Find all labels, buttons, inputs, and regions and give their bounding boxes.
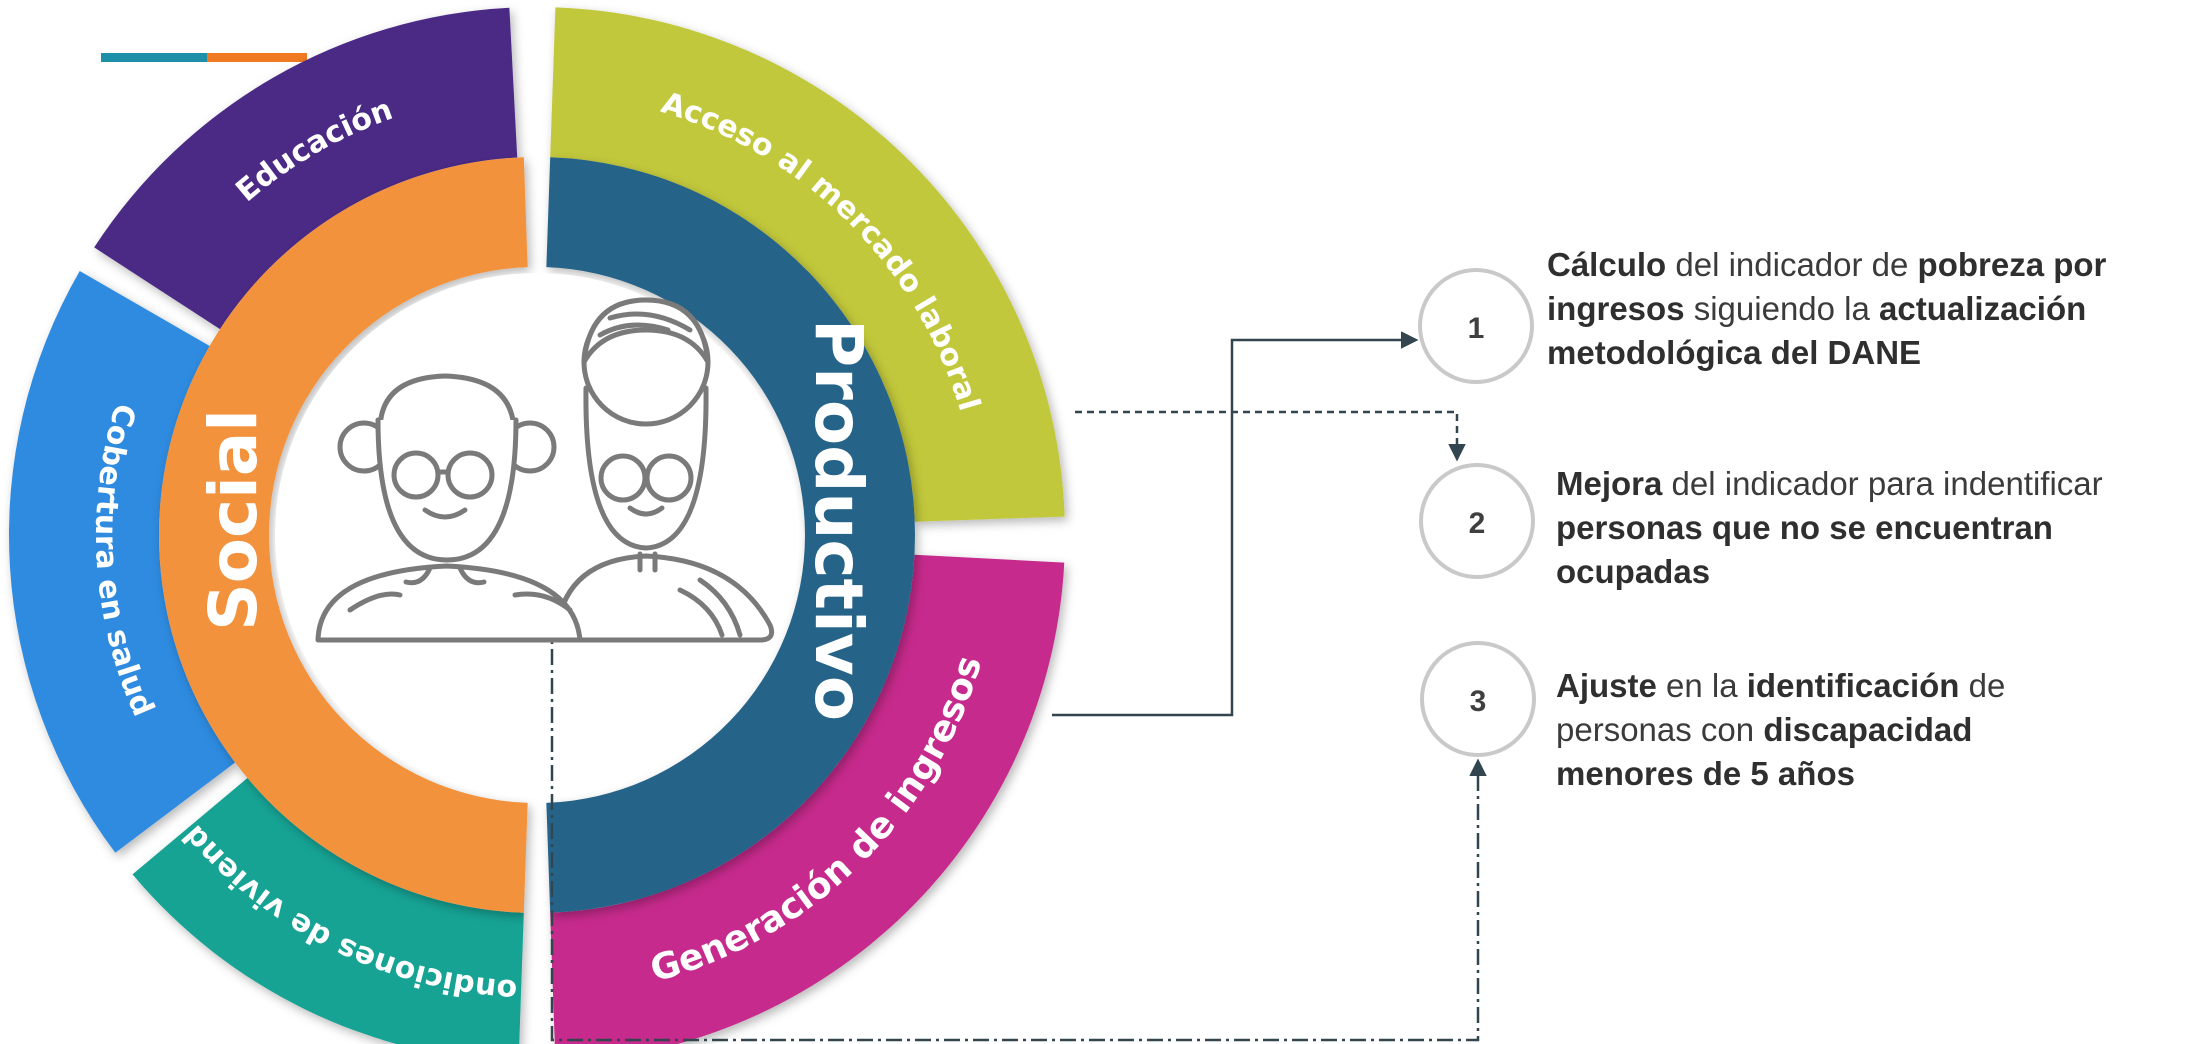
step-circles: 1 2 3 — [1418, 268, 1536, 757]
accent-bar-teal — [101, 53, 207, 62]
segment-acceso-mercado-laboral — [550, 7, 1065, 522]
center-hub — [275, 273, 799, 797]
elderly-man-figure — [315, 373, 583, 643]
step-1-number: 1 — [1468, 312, 1485, 345]
label-productivo: Productivo — [800, 319, 877, 721]
step-2-text: Mejora del indicador para indentificar p… — [1556, 465, 2103, 590]
step-2-marker: 2 — [1419, 463, 1535, 579]
label-social: Social — [195, 409, 272, 631]
segment-generacion-ingresos — [550, 554, 1065, 1044]
segment-educacion — [94, 7, 518, 330]
step-1-text: Cálculo del indicador de pobreza por ing… — [1547, 246, 2107, 371]
segment-cobertura-salud — [8, 271, 236, 853]
connector-to-step-1 — [1052, 331, 1419, 717]
connector-to-step-2 — [1075, 410, 1466, 462]
step-3-number: 3 — [1470, 685, 1487, 718]
step-2-number: 2 — [1469, 507, 1486, 540]
step-1-marker: 1 — [1418, 268, 1534, 384]
step-3-marker: 3 — [1420, 641, 1536, 757]
elderly-woman-figure — [553, 297, 775, 643]
segment-productivo — [546, 157, 915, 913]
segment-condiciones-vivienda — [132, 777, 524, 1044]
elderly-couple-icon — [315, 297, 775, 643]
connector-to-step-3 — [550, 620, 1487, 1042]
segment-social — [159, 157, 528, 913]
connectors — [550, 331, 1487, 1042]
accent-bar-orange — [207, 53, 307, 62]
step-3-text: Ajuste en la identificación de personas … — [1556, 667, 2006, 792]
